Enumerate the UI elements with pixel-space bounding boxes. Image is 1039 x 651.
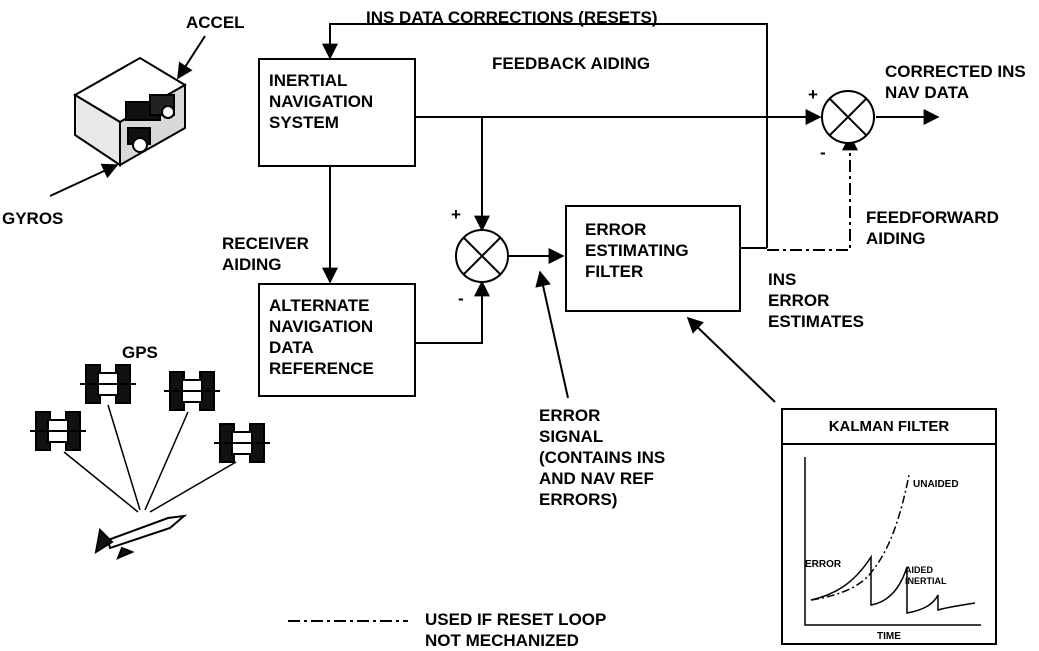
gps-signal-lines xyxy=(63,404,237,513)
kalman-filter-title: KALMAN FILTER xyxy=(783,410,995,445)
error-signal-label: ERROR SIGNAL (CONTAINS INS AND NAV REF E… xyxy=(539,406,666,509)
altnav-to-summer-line xyxy=(416,280,490,344)
ins-block-label: INERTIAL NAVIGATION SYSTEM xyxy=(269,71,374,132)
feedforward-line xyxy=(767,134,858,251)
aided-inertial-line1: AIDED xyxy=(905,565,934,575)
unaided-label: UNAIDED xyxy=(913,479,959,490)
unaided-curve xyxy=(810,474,910,601)
accel-label: ACCEL xyxy=(186,13,245,32)
missile-illustration xyxy=(94,514,188,560)
imu-unit-illustration xyxy=(73,56,187,167)
mid-summing-junction xyxy=(455,229,509,283)
feedforward-aiding-label: FEEDFORWARD AIDING xyxy=(866,208,999,248)
top-summing-junction xyxy=(821,90,875,144)
gyros-pointer xyxy=(49,163,119,197)
mid-plus-sign: + xyxy=(451,205,461,224)
top-plus-sign: + xyxy=(808,85,818,104)
mid-minus-sign: - xyxy=(458,289,464,308)
corrected-ins-label: CORRECTED INS NAV DATA xyxy=(885,62,1026,102)
error-curve-label: ERROR xyxy=(805,559,842,570)
gps-satellite-4 xyxy=(214,423,270,463)
gps-satellite-1 xyxy=(30,411,86,451)
kalman-pointer xyxy=(686,316,776,403)
accel-pointer xyxy=(177,35,206,80)
gps-satellite-2 xyxy=(80,364,136,404)
error-signal-pointer xyxy=(535,270,569,399)
error-filter-block: ERROR ESTIMATING FILTER xyxy=(565,205,741,312)
ins-block: INERTIAL NAVIGATION SYSTEM xyxy=(258,58,416,167)
aided-inertial-line2: INERTIAL xyxy=(905,576,947,586)
kalman-sketch: UNAIDED ERROR AIDED INERTIAL TIME xyxy=(804,457,981,642)
error-filter-block-label: ERROR ESTIMATING FILTER xyxy=(585,220,689,281)
gps-label: GPS xyxy=(122,343,158,362)
kalman-axes xyxy=(804,457,981,626)
top-minus-sign: - xyxy=(820,143,826,162)
reset-loop-line xyxy=(322,23,768,248)
aided-inertial-label: AIDED INERTIAL xyxy=(905,565,947,586)
gps-satellite-3 xyxy=(164,371,220,411)
kalman-filter-inset: KALMAN FILTER UNAIDED ERROR AIDED INERTI… xyxy=(781,408,997,645)
alt-nav-block: ALTERNATE NAVIGATION DATA REFERENCE xyxy=(258,283,416,397)
ins-corrections-label: INS DATA CORRECTIONS (RESETS) xyxy=(366,8,658,27)
receiver-aiding-label: RECEIVER AIDING xyxy=(222,234,309,274)
ins-error-estimates-label: INS ERROR ESTIMATES xyxy=(768,270,865,331)
feedback-aiding-label: FEEDBACK AIDING xyxy=(492,54,651,73)
time-axis-label: TIME xyxy=(877,631,901,642)
gyros-label: GYROS xyxy=(2,209,64,228)
legend-label: USED IF RESET LOOP NOT MECHANIZED xyxy=(425,610,607,650)
aided-curve xyxy=(810,554,976,614)
alt-nav-block-label: ALTERNATE NAVIGATION DATA REFERENCE xyxy=(269,296,374,378)
